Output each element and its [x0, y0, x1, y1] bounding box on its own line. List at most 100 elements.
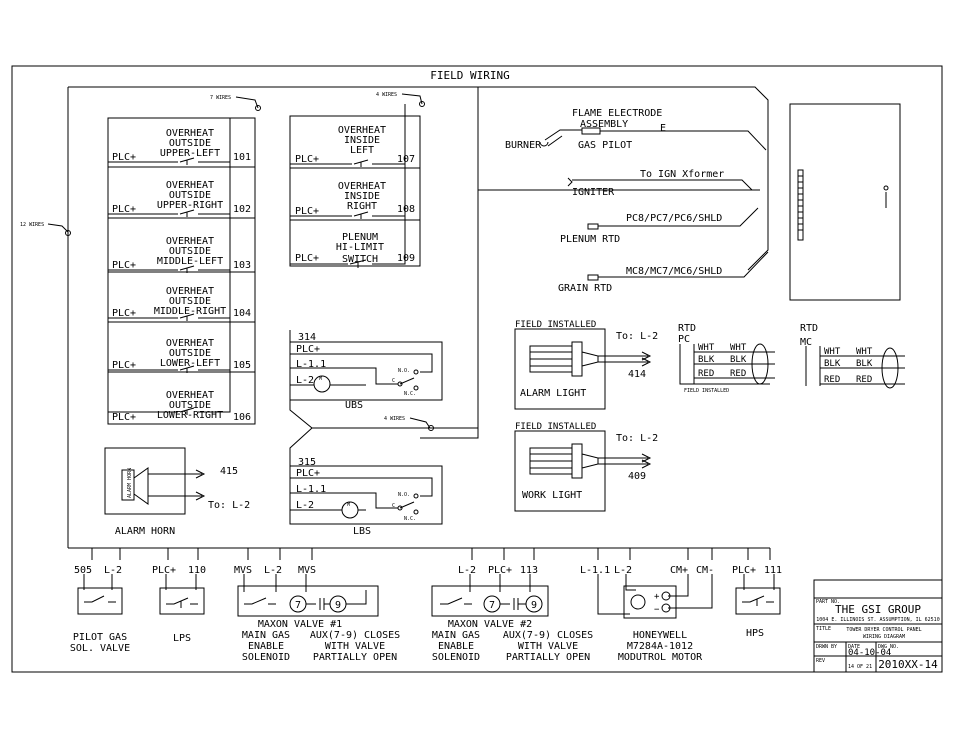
switch-number: 106	[233, 412, 251, 423]
drawn-by-label: DRWN BY	[816, 644, 837, 650]
lbs-switch: 315 PLC+ L-1.1 L-2 M N.O. N.C. C LBS	[289, 427, 443, 537]
company-name: THE GSI GROUP	[835, 603, 921, 616]
lbs-motor	[341, 501, 359, 519]
igniter-icon	[567, 177, 573, 187]
drawing-date: 04-10-04	[848, 648, 891, 658]
rtd-pc-red1: RED	[698, 369, 714, 379]
ubs-nc-label: N.C.	[404, 391, 416, 397]
honeywell-leads	[597, 548, 713, 615]
thermal-switch-symbol	[108, 313, 230, 321]
inside-switch-column: OVERHEAT INSIDE LEFT PLC+ 107 OVERHEAT I…	[289, 104, 421, 268]
rtd-mc-blk2: BLK	[856, 359, 873, 369]
switch-line-2: OUTSIDE	[169, 348, 211, 359]
flame-electrode-label-1: FLAME ELECTRODE	[572, 108, 662, 119]
horn-wire-label: 415	[220, 466, 238, 477]
hps-label: HPS	[746, 628, 764, 639]
hps-terminal-plc: PLC+	[732, 565, 756, 576]
honeywell-plus-terminal	[661, 591, 671, 601]
rtd-pc-wht1: WHT	[698, 343, 715, 353]
lbs-terminal-plc: PLC+	[296, 468, 320, 479]
horn-arrows	[195, 469, 206, 501]
switch-line-1: OVERHEAT	[166, 390, 214, 401]
maxon1-title: MAXON VALVE #1	[258, 619, 342, 630]
honeywell-label-1: HONEYWELL	[633, 630, 687, 641]
maxon1-aux-contact	[306, 585, 367, 610]
drawing-frame	[11, 65, 943, 673]
drawing-title-2: WIRING DIAGRAM	[863, 634, 905, 640]
honeywell-motor: L-1.1 L-2 CM+ CM- + − HONEYWELL M7284A-1…	[580, 548, 714, 663]
maxon2-b1: AUX(7-9) CLOSES	[503, 630, 593, 641]
maxon2-aux-contact	[500, 598, 526, 610]
alarm-light-box	[514, 328, 606, 410]
work-light: FIELD INSTALLED To: L-2 409 WORK LIGHT	[514, 422, 658, 512]
pilot-terminal-505: 505	[74, 565, 92, 576]
maxon2-n7: 7	[489, 600, 495, 611]
rtd-mc-sub: MC	[800, 337, 812, 348]
pilot-gas-valve: 505 L-2 PILOT GAS SOL. VALVE	[70, 548, 130, 654]
switch-line-2: OUTSIDE	[169, 400, 211, 411]
alarm-horn: ALARM HORN 415 To: L-2 ALARM HORN	[104, 447, 250, 537]
work-light-leads	[598, 457, 648, 465]
lbs-motor-label: M	[347, 502, 350, 508]
rtd-mc-red2: RED	[856, 375, 872, 385]
switch-line-1: PLENUM	[342, 232, 378, 243]
ubs-switch: 314 PLC+ L-1.1 L-2 M N.O. N.C. C UBS	[289, 330, 478, 429]
field-wiring-bus	[67, 86, 770, 549]
lps-leads	[165, 548, 199, 590]
maxon1-terminal-mvs2: MVS	[298, 565, 316, 576]
switch-plc: PLC+	[112, 412, 136, 423]
hps-leads	[743, 548, 775, 590]
date-label: DATE	[848, 644, 860, 650]
switch-plc: PLC+	[295, 154, 319, 165]
switch-number: 103	[233, 260, 251, 271]
honeywell-motor-symbol	[630, 594, 646, 610]
lbs-contact	[397, 505, 403, 511]
switch-line-1: OVERHEAT	[166, 236, 214, 247]
switch-line-1: OVERHEAT	[338, 125, 386, 136]
switch-line-2: HI-LIMIT	[336, 242, 384, 253]
igniter-wire	[572, 179, 753, 191]
pilot-terminal-l2: L-2	[104, 565, 122, 576]
wire-count-12-leader	[47, 223, 69, 233]
terminal-strip	[797, 169, 804, 241]
maxon1-b1: AUX(7-9) CLOSES	[310, 630, 400, 641]
pilot-valve-box	[77, 587, 123, 615]
lbs-contact	[413, 509, 419, 515]
rtd-mc-blk1: BLK	[824, 359, 841, 369]
work-light-arrows	[641, 453, 652, 469]
electrode-wire	[600, 130, 767, 151]
alarm-horn-box	[104, 447, 186, 515]
thermal-switch-symbol	[108, 265, 230, 273]
work-light-to-label: To: L-2	[616, 433, 658, 444]
switch-line-1: OVERHEAT	[166, 180, 214, 191]
left-column-box	[107, 117, 256, 425]
rtd-pc-title: RTD	[678, 323, 696, 334]
maxon2-b2: WITH VALVE	[518, 641, 578, 652]
diagram-title: FIELD WIRING	[430, 69, 509, 82]
switch-line-1: OVERHEAT	[166, 286, 214, 297]
switch-line-3: UPPER-LEFT	[160, 148, 220, 159]
flame-electrode-label-2: ASSEMBLY	[580, 119, 628, 130]
solenoid-symbol	[84, 595, 116, 603]
switch-line-3: LEFT	[350, 145, 374, 156]
switch-plc: PLC+	[295, 253, 319, 264]
thermal-switch-symbol	[290, 211, 405, 219]
switch-number: 109	[397, 253, 415, 264]
alarm-light: FIELD INSTALLED To: L-2 414 ALARM LIGHT	[514, 320, 658, 410]
honeywell-terminal-l2: L-2	[614, 565, 632, 576]
switch-line-3: UPPER-RIGHT	[157, 200, 223, 211]
rtd-pc-cable-clamp	[751, 343, 769, 385]
switch-plc: PLC+	[112, 260, 136, 271]
pressure-switch-symbol	[742, 595, 774, 606]
rtd-pc-field-label: FIELD INSTALLED	[684, 388, 729, 394]
alarm-light-wire: 414	[628, 369, 646, 380]
horn-leads	[148, 473, 202, 497]
maxon1-leads	[243, 548, 313, 592]
flame-e-label: E	[660, 123, 666, 134]
switch-line-1: OVERHEAT	[166, 128, 214, 139]
maxon1-b2: WITH VALVE	[325, 641, 385, 652]
switch-upper-right: OVERHEAT OUTSIDE UPPER-RIGHT PLC+ 102	[108, 180, 251, 217]
switch-line-3: RIGHT	[347, 201, 377, 212]
maxon2-terminal-l2: L-2	[458, 565, 476, 576]
lps-box	[159, 587, 205, 615]
